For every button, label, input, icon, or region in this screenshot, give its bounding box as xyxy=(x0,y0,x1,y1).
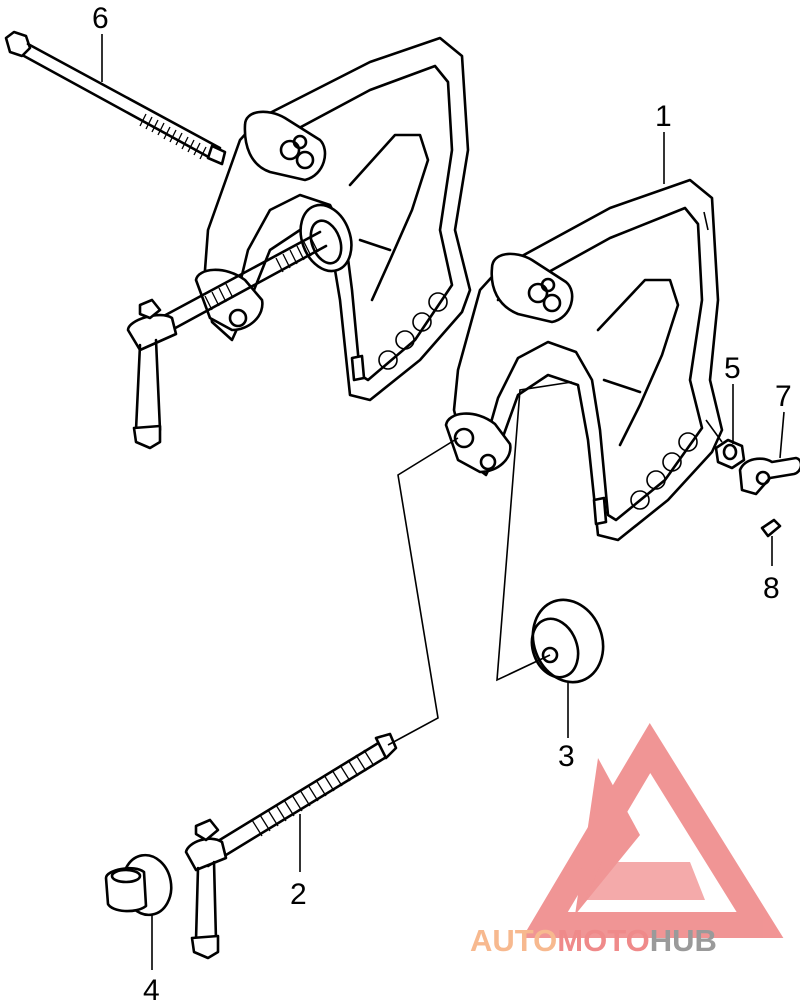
leader-lines xyxy=(101,34,785,970)
watermark-text-moto: MOTO xyxy=(557,923,649,958)
watermark-text-auto: AUTO xyxy=(470,923,557,958)
callout-labels: 6 1 5 7 8 3 2 4 xyxy=(92,2,792,1004)
callout-7: 7 xyxy=(775,380,792,413)
clamp-pad-rear xyxy=(299,203,353,273)
callout-2: 2 xyxy=(290,878,307,911)
part-3-clamp-pad xyxy=(530,598,605,684)
callout-1: 1 xyxy=(655,100,672,133)
callout-3: 3 xyxy=(558,740,575,773)
clamp-screw-rear xyxy=(126,230,328,450)
watermark-text-hub: HUB xyxy=(650,923,717,958)
callout-8: 8 xyxy=(763,572,780,605)
part-6-bolt xyxy=(4,30,227,166)
callout-6: 6 xyxy=(92,2,109,35)
part-5-washer xyxy=(714,438,746,470)
watermark-logo xyxy=(522,722,784,938)
part-8-pin xyxy=(760,518,782,538)
watermark-text: AUTOMOTOHUB xyxy=(470,923,717,958)
callout-4: 4 xyxy=(143,974,160,1004)
part-1-clamp-bracket xyxy=(444,178,724,542)
callout-5: 5 xyxy=(724,352,741,385)
assembly-lines xyxy=(387,381,573,746)
part-2-clamp-screw xyxy=(184,732,398,960)
part-4-bushing xyxy=(104,853,173,917)
part-7-wing-nut xyxy=(738,456,800,496)
